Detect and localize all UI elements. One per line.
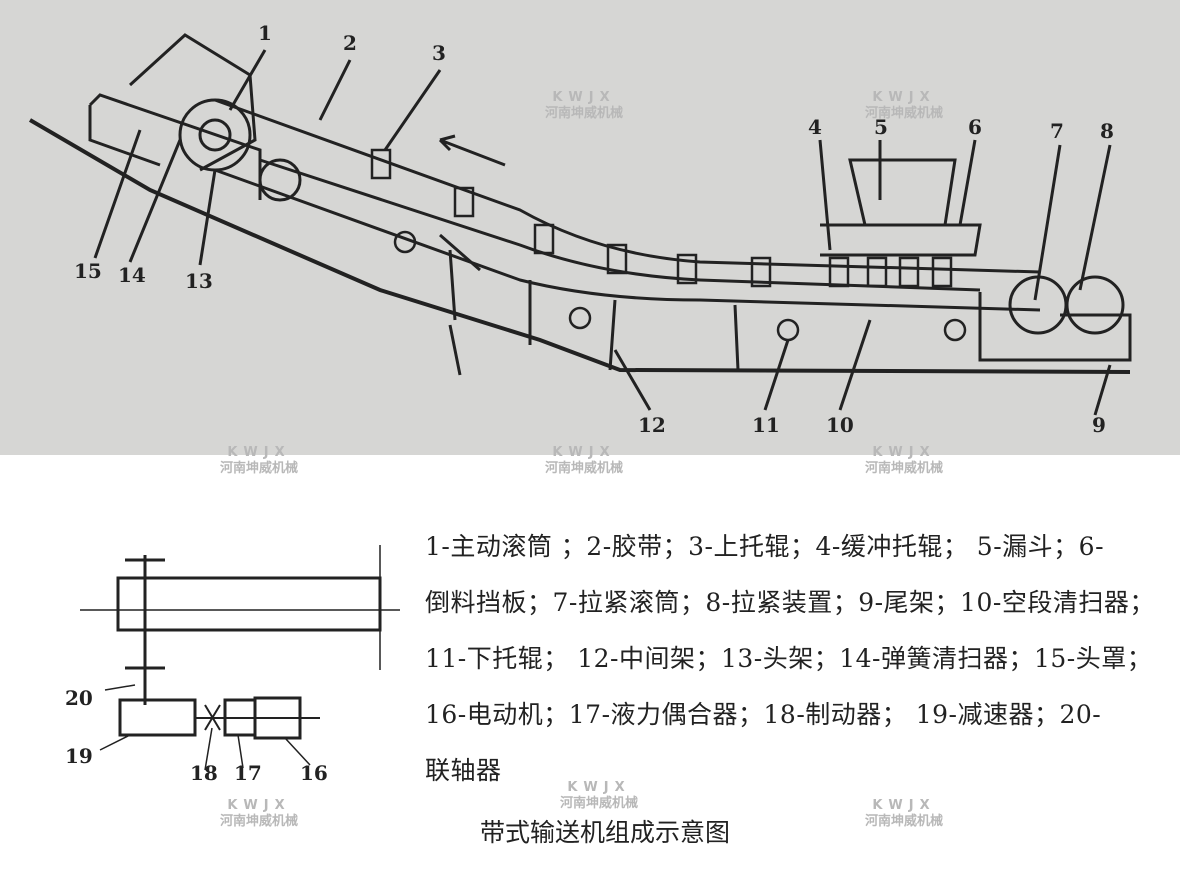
label-5: 5 <box>874 115 888 139</box>
label-13: 13 <box>185 269 213 293</box>
label-1: 1 <box>258 21 272 45</box>
tail-frame <box>978 292 1132 362</box>
label-15: 15 <box>74 259 102 283</box>
label-9: 9 <box>1092 413 1106 437</box>
label-11: 11 <box>752 413 780 437</box>
legend-line-4: 16-电动机；17-液力偶合器；18-制动器； 19-减速器；20- <box>425 700 1102 729</box>
label-12: 12 <box>638 413 666 437</box>
label-8: 8 <box>1100 119 1114 143</box>
ground-line <box>28 118 1131 374</box>
label-3: 3 <box>432 41 446 65</box>
legend-line-1: 1-主动滚筒 ；2-胶带；3-上托辊；4-缓冲托辊； 5-漏斗；6- <box>425 532 1105 561</box>
legend-line-5: 联轴器 <box>425 756 502 785</box>
label-19: 19 <box>65 744 93 768</box>
label-6: 6 <box>968 115 982 139</box>
label-7: 7 <box>1050 119 1064 143</box>
upper-idlers <box>370 148 953 288</box>
lower-idlers <box>393 230 967 342</box>
label-4: 4 <box>808 115 822 139</box>
part-number-labels: 1 2 3 4 5 6 7 8 9 10 11 12 13 14 15 16 1… <box>65 21 1114 785</box>
label-17: 17 <box>234 761 262 785</box>
head-frame <box>88 93 262 200</box>
label-10: 10 <box>826 413 854 437</box>
hopper <box>848 158 957 227</box>
head-hood <box>128 33 257 172</box>
label-16: 16 <box>300 761 328 785</box>
drive-plan-view <box>80 545 400 771</box>
diagram-caption: 带式输送机组成示意图 <box>480 818 731 847</box>
belt-lower <box>214 168 1041 312</box>
belt-upper <box>214 98 1041 274</box>
legend-line-2: 倒料挡板；7-拉紧滚筒；8-拉紧装置；9-尾架；10-空段清扫器； <box>425 588 1155 617</box>
skirt-board <box>820 223 982 257</box>
label-20: 20 <box>65 686 93 710</box>
conveyor-structure <box>28 33 1132 771</box>
legend-line-3: 11-下托辊； 12-中间架；13-头架；14-弹簧清扫器；15-头罩； <box>425 644 1153 673</box>
label-2: 2 <box>343 31 357 55</box>
label-18: 18 <box>190 761 218 785</box>
conveyor-side-view-panel <box>0 0 1180 455</box>
label-14: 14 <box>118 263 146 287</box>
